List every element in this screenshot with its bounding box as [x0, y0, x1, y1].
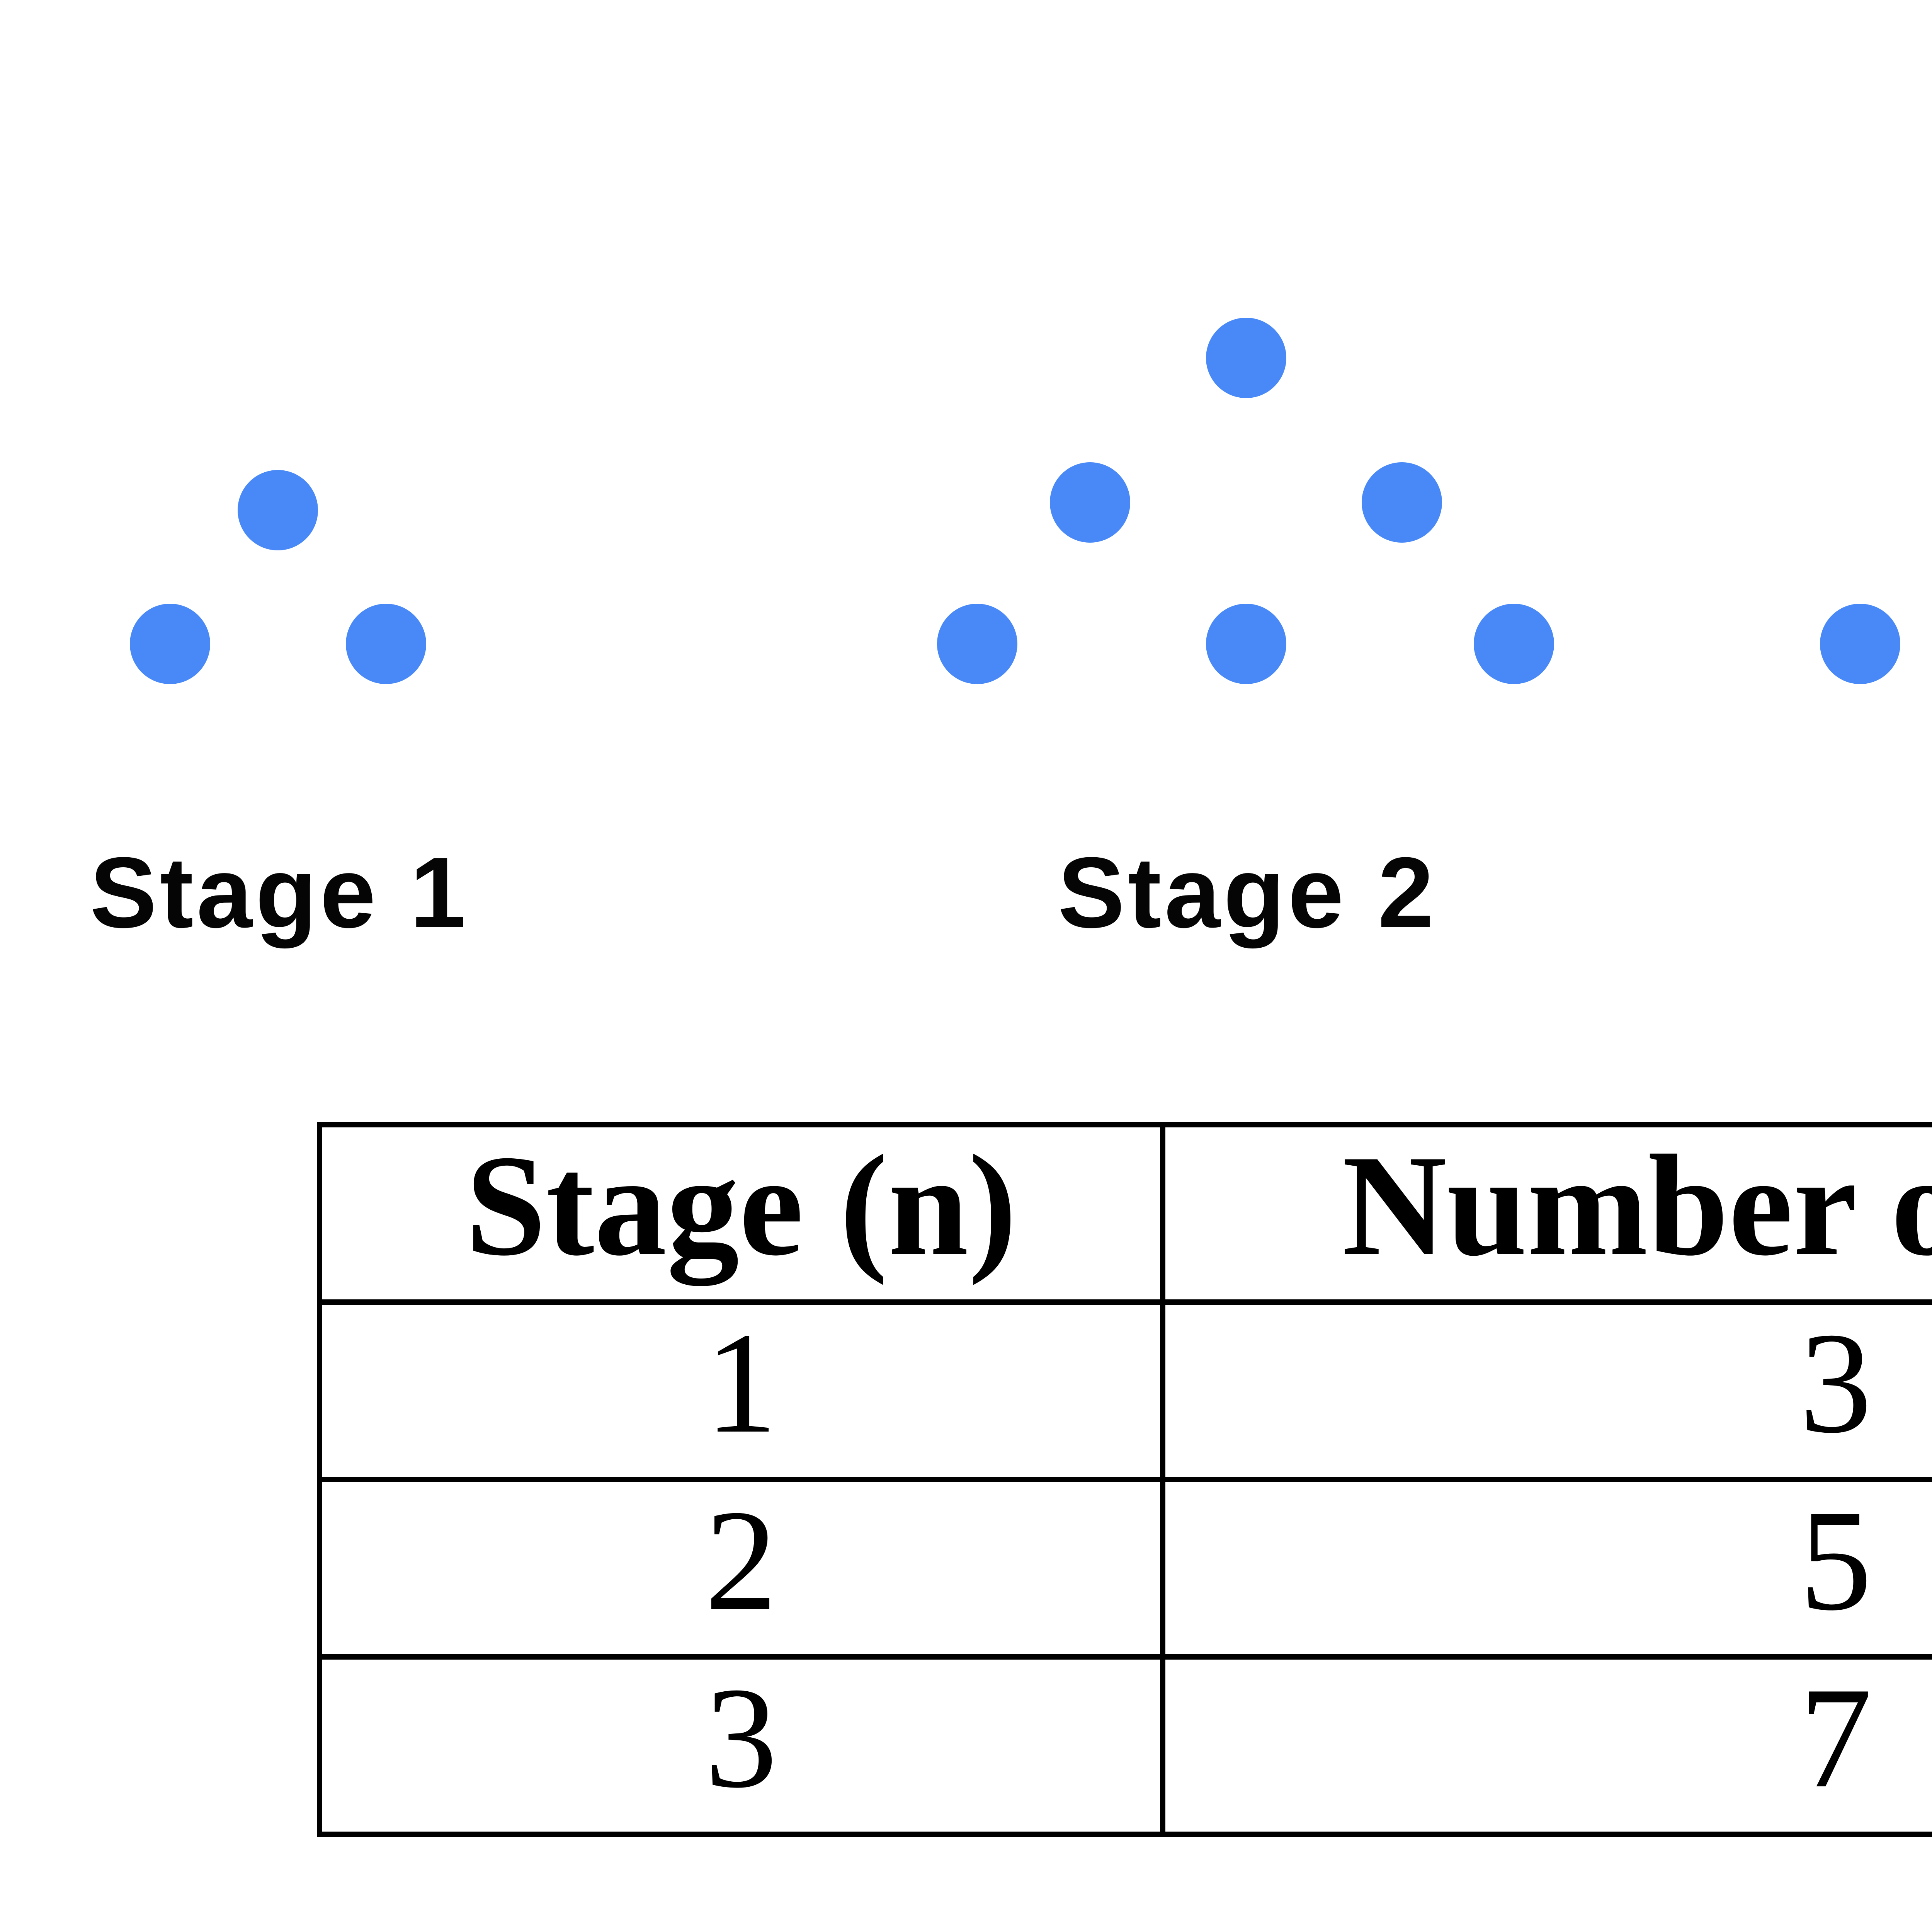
table-row: 3 7: [317, 1654, 1932, 1837]
table-cell-dots-3: 7: [1160, 1654, 1932, 1837]
table-cell-stage-3: 3: [317, 1654, 1165, 1837]
table-header-stage: Stage (n): [317, 1122, 1165, 1305]
dot: [1206, 604, 1286, 684]
stage-dots-table: Stage (n) Number of Dots 1 3 2 5 3 7: [317, 1122, 1932, 1837]
dot: [238, 470, 318, 550]
stage-1-label: Stage 1: [90, 837, 469, 949]
dot: [1050, 462, 1130, 543]
table-header-row: Stage (n) Number of Dots: [317, 1122, 1932, 1305]
dot: [130, 604, 210, 684]
table-cell-stage-2: 2: [317, 1477, 1165, 1660]
dot: [1206, 318, 1286, 398]
dot: [1820, 604, 1900, 684]
dot: [1362, 462, 1442, 543]
table-row: 2 5: [317, 1477, 1932, 1660]
table-cell-dots-1: 3: [1160, 1299, 1932, 1482]
table-header-dots: Number of Dots: [1160, 1122, 1932, 1305]
table-row: 1 3: [317, 1299, 1932, 1482]
dot: [346, 604, 426, 684]
dot: [937, 604, 1017, 684]
table-cell-stage-1: 1: [317, 1299, 1165, 1482]
table-cell-dots-2: 5: [1160, 1477, 1932, 1660]
dot: [1474, 604, 1554, 684]
stage-2-label: Stage 2: [1058, 837, 1437, 949]
